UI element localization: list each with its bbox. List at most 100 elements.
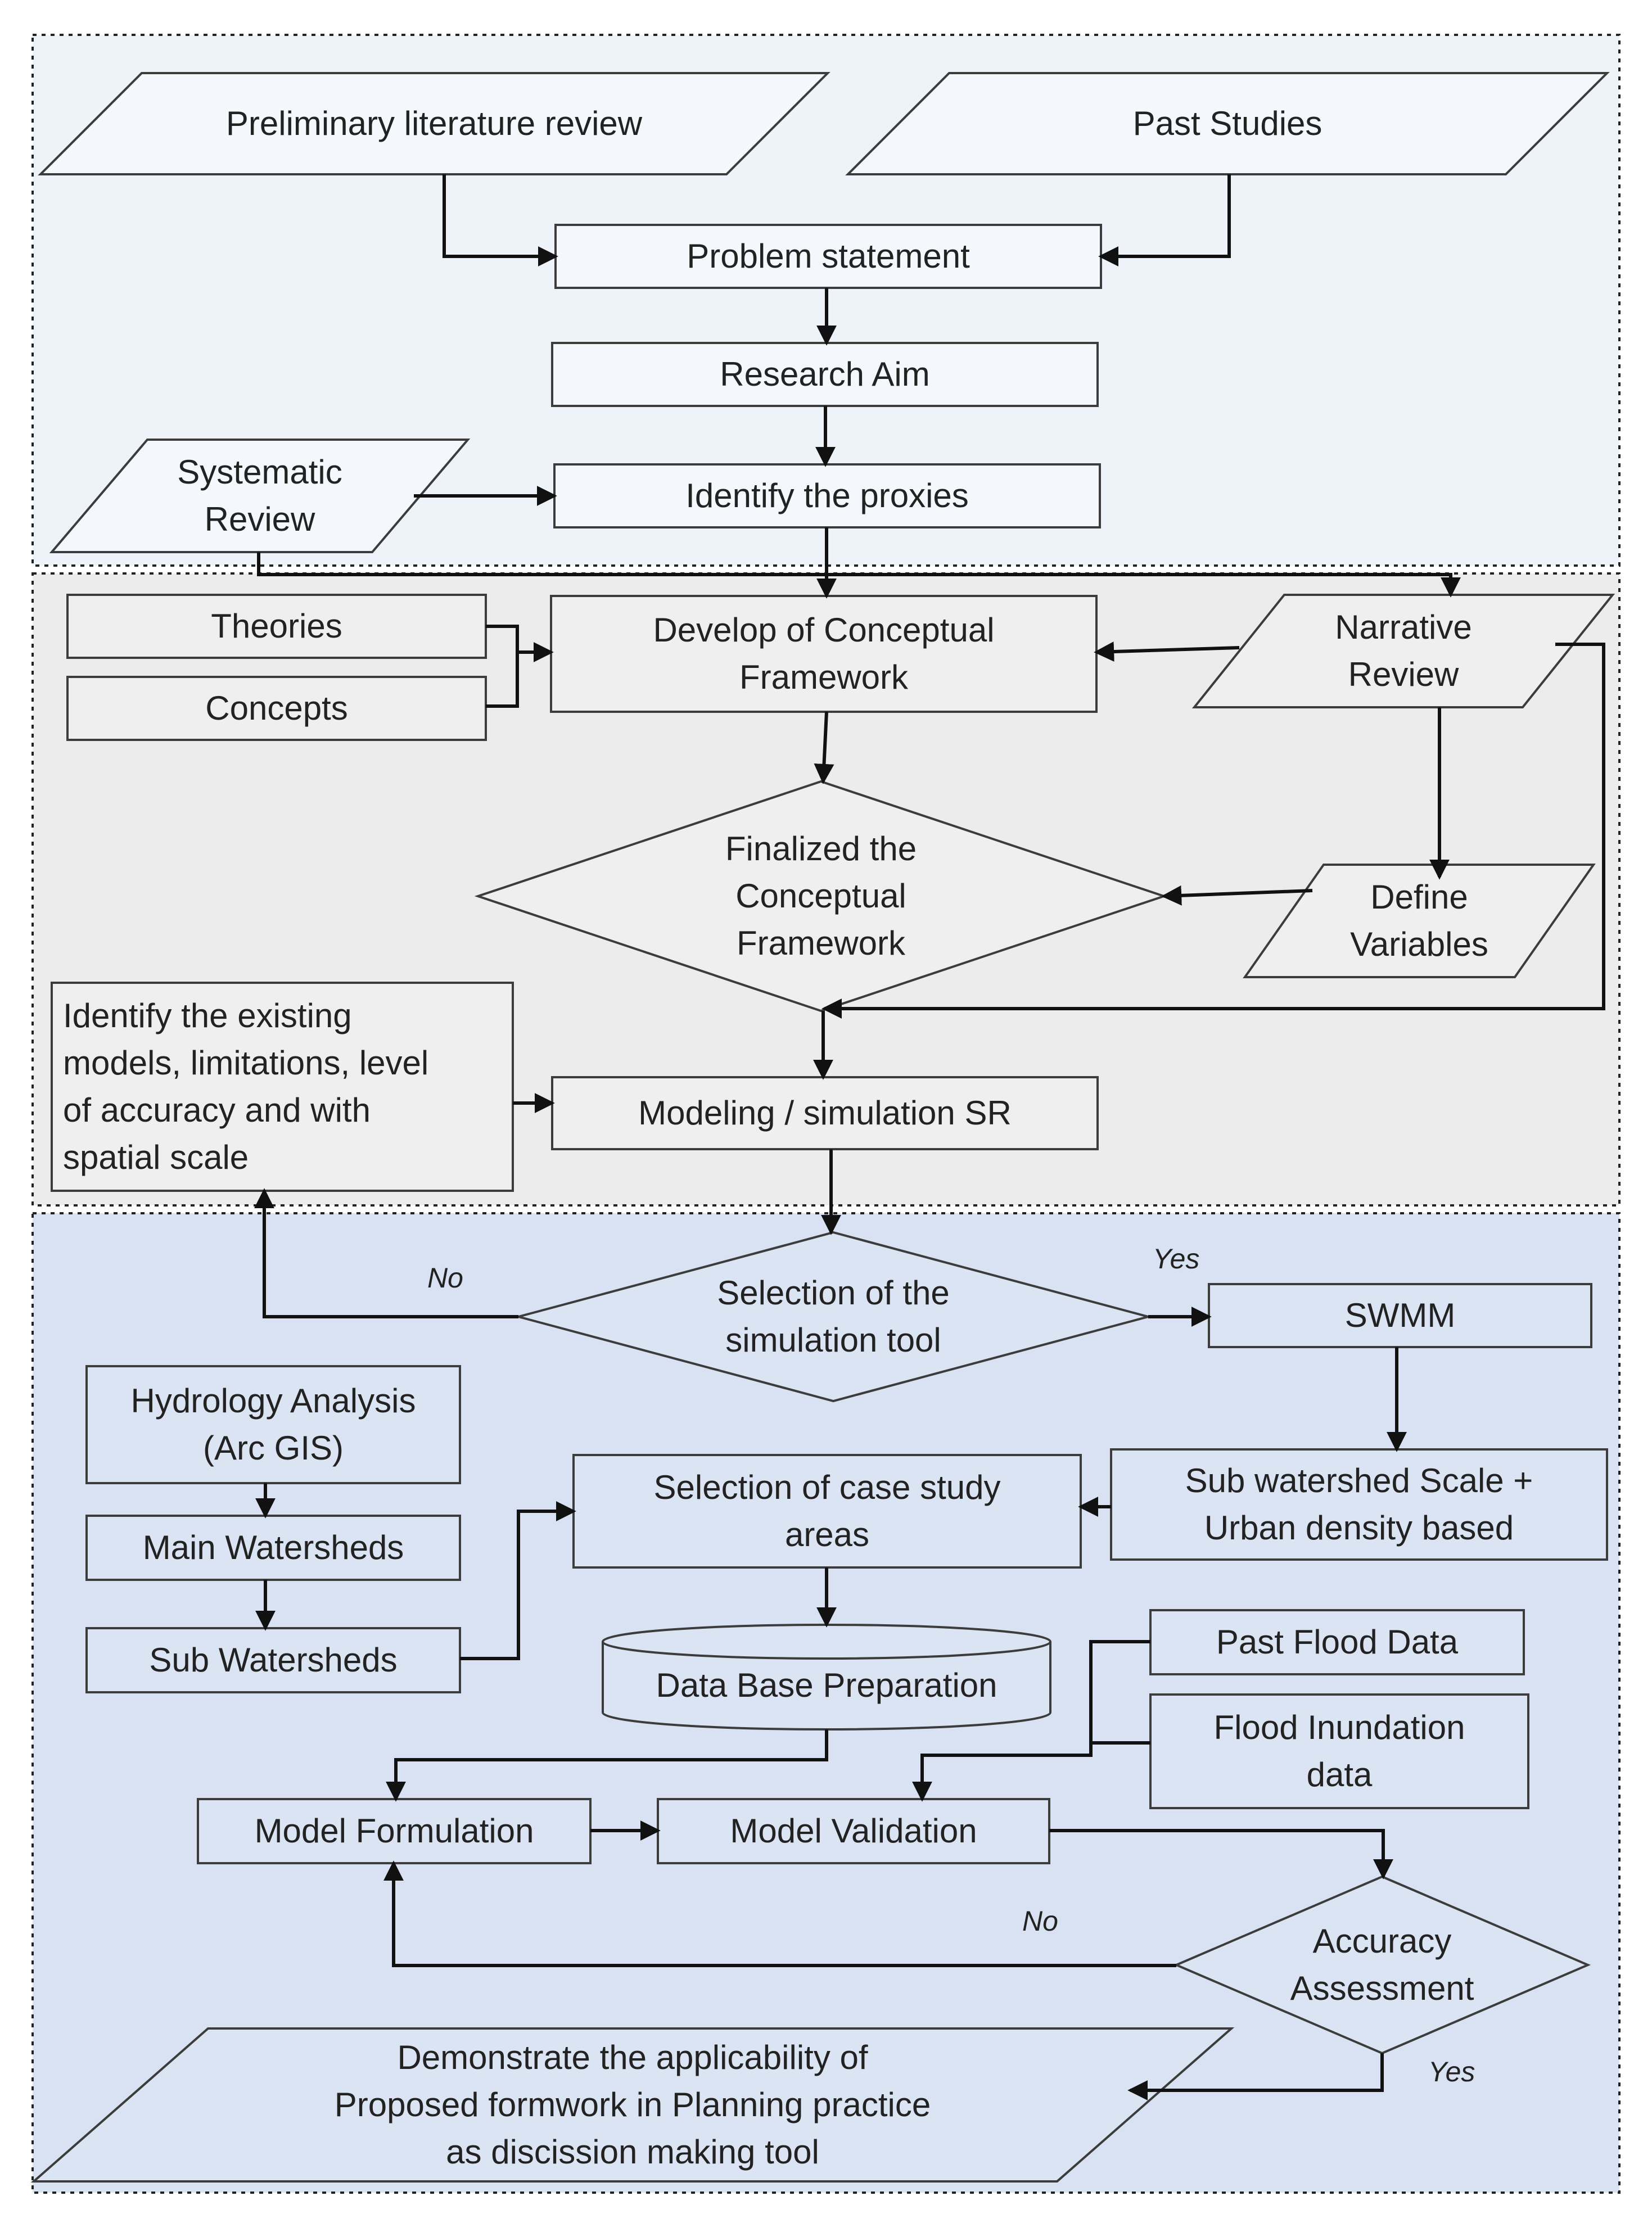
- edge-theories-to-develop-conceptual-framework: [486, 625, 554, 662]
- edge-model-validation-to-accuracy-assessment: [1049, 1829, 1393, 1879]
- selection-simulation-tool-label-line: simulation tool: [725, 1321, 941, 1359]
- node-past-flood-data: Past Flood Data: [1149, 1609, 1525, 1675]
- node-model-formulation: Model Formulation: [197, 1798, 592, 1864]
- sub-watersheds-label-line: Sub Watersheds: [149, 1641, 397, 1679]
- node-identify-existing-models: Identify the existing models, limitations…: [51, 982, 514, 1192]
- demonstrate-applicability-label-line: Demonstrate the applicability of: [397, 2039, 868, 2076]
- edge-label-no: No: [1022, 1905, 1058, 1937]
- node-flood-inundation-data: Flood Inundation data: [1149, 1693, 1529, 1809]
- sub-watershed-scale-shape: [1110, 1448, 1608, 1561]
- finalized-conceptual-framework-label-line: Conceptual: [735, 877, 906, 915]
- node-identify-proxies: Identify the proxies: [553, 463, 1101, 528]
- past-studies-label-line: Past Studies: [1133, 105, 1322, 142]
- accuracy-assessment-label-line: Assessment: [1290, 1969, 1474, 2007]
- edge-label-yes: Yes: [1153, 1243, 1199, 1275]
- node-sub-watershed-scale: Sub watershed Scale + Urban density based: [1110, 1448, 1608, 1561]
- node-modeling-simulation-sr: Modeling / simulation SR: [551, 1076, 1099, 1150]
- main-watersheds-shape: [85, 1515, 461, 1581]
- identify-proxies-label-line: Identify the proxies: [685, 477, 969, 514]
- past-flood-data-label-line: Past Flood Data: [1216, 1623, 1459, 1661]
- narrative-review-shape: [1191, 594, 1615, 708]
- edge-label-yes: Yes: [1428, 2056, 1475, 2088]
- swmm-label-line: SWMM: [1345, 1296, 1456, 1334]
- edge-accuracy-assessment-to-model-formulation: [383, 1860, 1176, 1967]
- edge-label-no: No: [427, 1262, 463, 1294]
- sub-watershed-scale-label-line: Sub watershed Scale +: [1185, 1462, 1533, 1499]
- edge-past-studies-to-problem-statement: [1098, 174, 1231, 266]
- finalized-conceptual-framework-label-line: Framework: [737, 924, 906, 962]
- develop-conceptual-framework-label-line: Develop of Conceptual: [653, 611, 994, 649]
- node-selection-simulation-tool: Selection of the simulation tool: [514, 1231, 1153, 1403]
- edge-selection-simulation-tool-to-identify-existing-models: [254, 1188, 518, 1318]
- finalized-conceptual-framework-shape: [474, 780, 1168, 1013]
- model-formulation-label-line: Model Formulation: [255, 1812, 534, 1850]
- hydrology-analysis-label-line: Hydrology Analysis: [131, 1382, 416, 1420]
- past-studies-shape: [845, 72, 1610, 175]
- edge-accuracy-assessment-to-demonstrate-applicability: [1127, 2053, 1384, 2100]
- systematic-review-label-line: Systematic: [177, 453, 342, 491]
- edge-define-variables-to-finalized-conceptual-framework: [1161, 885, 1313, 906]
- edge-narrative-review-to-develop-conceptual-framework: [1094, 641, 1240, 662]
- node-past-studies: Past Studies: [845, 72, 1610, 175]
- data-base-preparation-rim: [602, 1641, 1051, 1660]
- identify-existing-models-label-line: models, limitations, level: [63, 1044, 428, 1082]
- finalized-conceptual-framework-label-line: Finalized the: [725, 830, 917, 867]
- research-aim-label-line: Research Aim: [720, 355, 929, 393]
- hydrology-analysis-shape: [85, 1365, 461, 1484]
- narrative-review-label-line: Narrative: [1335, 608, 1472, 646]
- swmm-shape: [1208, 1283, 1592, 1348]
- node-research-aim: Research Aim: [551, 342, 1099, 407]
- node-demonstrate-applicability: Demonstrate the applicability ofProposed…: [30, 2027, 1235, 2183]
- identify-existing-models-label-line: spatial scale: [63, 1138, 249, 1176]
- edge-flood-inundation-data-to-model-validation: [1089, 1741, 1150, 1755]
- edge-develop-conceptual-framework-to-finalized-conceptual-framework: [814, 711, 834, 784]
- edge-systematic-review-to-narrative-review: [257, 552, 1461, 598]
- node-preliminary-literature-review: Preliminary literature review: [38, 72, 830, 175]
- edge-sub-watersheds-to-selection-case-study: [460, 1501, 576, 1660]
- node-main-watersheds: Main Watersheds: [85, 1515, 461, 1581]
- selection-simulation-tool-label-line: Selection of the: [717, 1274, 950, 1312]
- node-model-validation: Model Validation: [657, 1798, 1050, 1864]
- identify-existing-models-label-line: of accuracy and with: [63, 1091, 371, 1129]
- demonstrate-applicability-label-line: as discission making tool: [446, 2133, 819, 2171]
- theories-label-line: Theories: [211, 607, 342, 645]
- model-validation-label-line: Model Validation: [730, 1812, 977, 1850]
- preliminary-literature-review-shape: [38, 72, 830, 175]
- define-variables-label-line: Define: [1370, 878, 1468, 916]
- selection-case-study-label-line: areas: [785, 1516, 869, 1553]
- node-concepts: Concepts: [66, 676, 487, 741]
- sub-watershed-scale-label-line: Urban density based: [1204, 1509, 1514, 1547]
- systematic-review-shape: [49, 439, 471, 553]
- node-sub-watersheds: Sub Watersheds: [85, 1627, 461, 1693]
- flood-inundation-data-shape: [1149, 1693, 1529, 1809]
- node-selection-case-study: Selection of case study areas: [572, 1454, 1082, 1569]
- node-problem-statement: Problem statement: [554, 224, 1102, 289]
- flood-inundation-data-label-line: Flood Inundation: [1213, 1709, 1465, 1746]
- edge-concepts-to-develop-conceptual-framework: [486, 652, 519, 708]
- main-watersheds-label-line: Main Watersheds: [143, 1529, 404, 1566]
- define-variables-shape: [1243, 864, 1596, 978]
- data-base-preparation-label-line: Data Base Preparation: [656, 1666, 997, 1704]
- preliminary-literature-review-label-line: Preliminary literature review: [226, 105, 643, 142]
- hydrology-analysis-label-line: (Arc GIS): [203, 1429, 344, 1467]
- develop-conceptual-framework-label-line: Framework: [739, 658, 909, 696]
- systematic-review-label-line: Review: [205, 500, 315, 538]
- problem-statement-label-line: Problem statement: [687, 237, 970, 275]
- node-swmm: SWMM: [1208, 1283, 1592, 1348]
- selection-case-study-label-line: Selection of case study: [653, 1469, 1000, 1506]
- concepts-label-line: Concepts: [205, 689, 347, 727]
- identify-existing-models-shape: [51, 982, 514, 1192]
- demonstrate-applicability-shape: [30, 2027, 1235, 2183]
- identify-existing-models-label-line: Identify the existing: [63, 997, 352, 1034]
- accuracy-assessment-label-line: Accuracy: [1313, 1922, 1452, 1960]
- narrative-review-label-line: Review: [1348, 656, 1459, 693]
- flood-inundation-data-label-line: data: [1307, 1756, 1373, 1793]
- modeling-simulation-sr-shape: [551, 1076, 1099, 1150]
- modeling-simulation-sr-label-line: Modeling / simulation SR: [638, 1094, 1012, 1132]
